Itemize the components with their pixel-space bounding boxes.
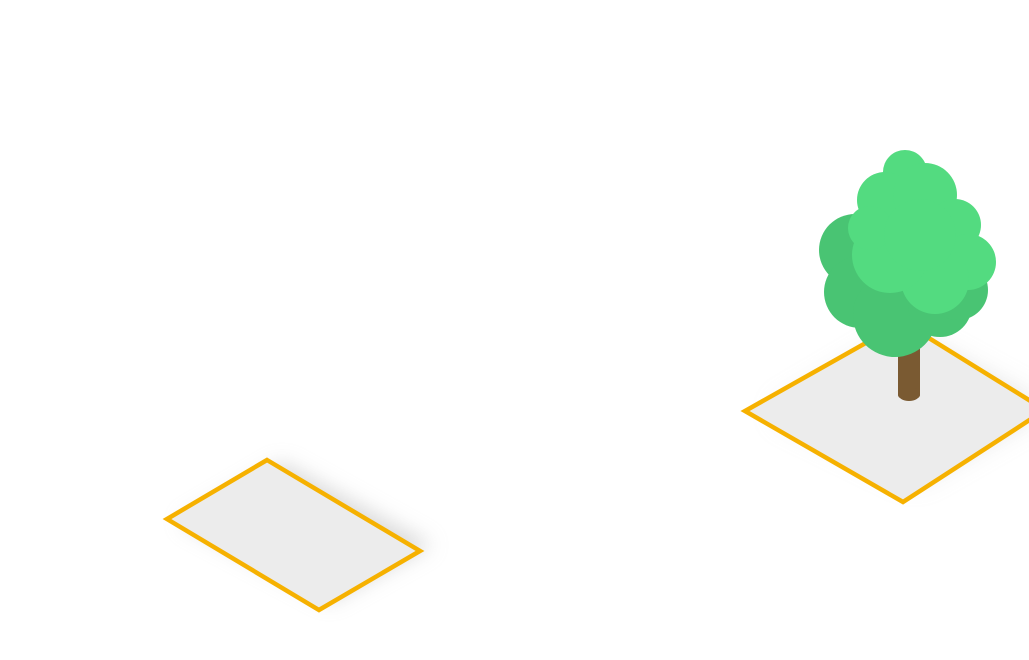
tree-plot-selection-outline [740, 319, 1029, 505]
tree-plot-surface [745, 322, 1029, 502]
tree-trunk-base [898, 387, 920, 401]
tree-icon[interactable] [819, 150, 996, 401]
empty-plot-tile[interactable] [162, 457, 432, 613]
empty-plot-surface [167, 460, 420, 610]
tree-canopy-front [848, 150, 996, 314]
empty-plot-selection-outline [162, 457, 425, 613]
tree-plot-tile[interactable] [740, 150, 1029, 505]
